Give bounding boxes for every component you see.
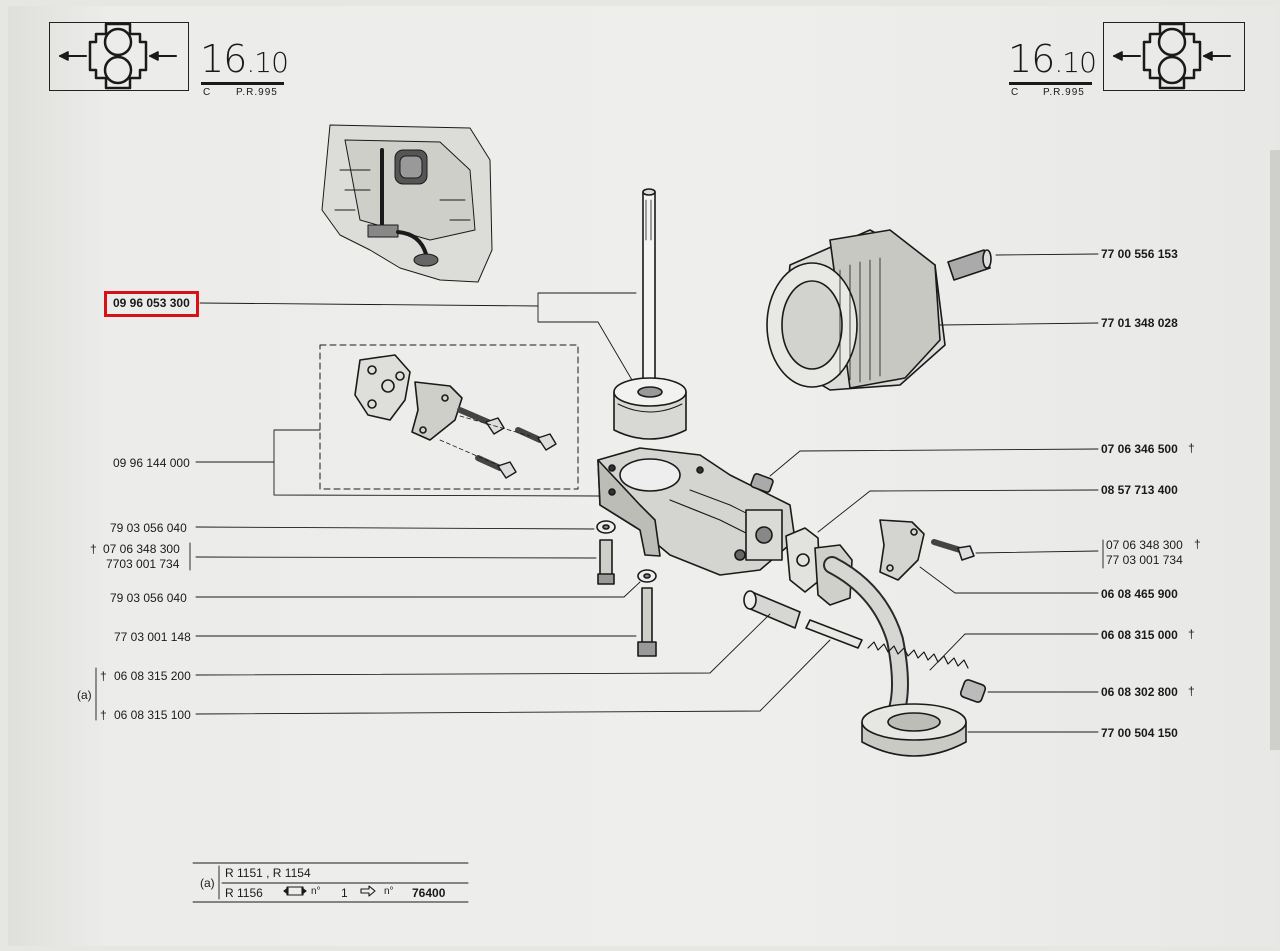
label-gasket[interactable]: 08 57 713 400 bbox=[1101, 483, 1178, 497]
label-screw-a[interactable]: 07 06 348 300 bbox=[103, 542, 180, 556]
gasket bbox=[785, 527, 821, 593]
section-variant-left: C bbox=[203, 87, 212, 98]
long-bolt bbox=[637, 587, 657, 657]
support-bracket bbox=[879, 519, 925, 581]
label-dagger-valve: † bbox=[1188, 684, 1195, 698]
label-dagger-plug: † bbox=[1188, 441, 1195, 455]
cover-kit-box bbox=[319, 344, 579, 490]
strainer-bowl bbox=[861, 703, 967, 757]
label-filter[interactable]: 77 01 348 028 bbox=[1101, 316, 1178, 330]
label-screw-b[interactable]: 7703 001 734 bbox=[106, 557, 180, 571]
threaded-nipple bbox=[947, 249, 992, 281]
footnote-tag: (a) bbox=[200, 876, 215, 890]
cover-screws bbox=[439, 407, 557, 479]
section-sub-right: .10 bbox=[1054, 46, 1097, 79]
footnote-n2: n° bbox=[384, 886, 394, 897]
footnote-n1: n° bbox=[311, 886, 321, 897]
label-cover-kit[interactable]: 09 96 144 000 bbox=[113, 456, 190, 470]
washer-bottom bbox=[637, 569, 657, 583]
leader-lines bbox=[95, 253, 1104, 903]
catalog-ref-left: P.R.995 bbox=[236, 87, 278, 98]
label-dagger-pin-b: † bbox=[100, 708, 107, 722]
label-valve[interactable]: 06 08 302 800 bbox=[1101, 685, 1178, 699]
relief-spring bbox=[867, 641, 969, 669]
oil-filter bbox=[766, 229, 946, 391]
drive-gear bbox=[613, 377, 687, 440]
label-bolt-b[interactable]: 77 03 001 734 bbox=[1106, 553, 1183, 567]
section-rule-right bbox=[1009, 82, 1092, 85]
section-rule-left bbox=[201, 82, 284, 85]
label-plug[interactable]: 07 06 346 500 bbox=[1101, 442, 1178, 456]
label-washer-top[interactable]: 79 03 056 040 bbox=[110, 521, 187, 535]
header-badge-right bbox=[1103, 22, 1245, 91]
section-number-left: 16.10 bbox=[200, 37, 289, 81]
engine-block-inset bbox=[321, 124, 493, 283]
footnote-from: 1 bbox=[341, 886, 348, 900]
stud-screw bbox=[597, 539, 615, 585]
plug bbox=[750, 473, 774, 493]
plunger bbox=[743, 590, 863, 649]
section-number-right: 16.10 bbox=[1008, 37, 1097, 81]
header-badge-left bbox=[49, 22, 189, 91]
footnote-model: R 1156 bbox=[225, 886, 263, 900]
label-strainer[interactable]: 77 00 504 150 bbox=[1101, 726, 1178, 740]
label-pin-b[interactable]: 06 08 315 100 bbox=[114, 708, 191, 722]
double-arrow-icon bbox=[283, 886, 307, 896]
label-spring[interactable]: 06 08 315 000 bbox=[1101, 628, 1178, 642]
label-plate[interactable]: 06 08 465 900 bbox=[1101, 587, 1178, 601]
oil-pump-gear-icon bbox=[59, 22, 177, 90]
washer-top bbox=[596, 520, 616, 534]
highlighted-part-box[interactable] bbox=[104, 291, 199, 317]
label-dagger-spring: † bbox=[1188, 627, 1195, 641]
relief-valve bbox=[959, 679, 987, 703]
right-arrow-icon bbox=[360, 885, 376, 897]
section-sub-left: .10 bbox=[246, 46, 289, 79]
label-strainer-shaft[interactable]: 09 96 053 300 bbox=[113, 296, 190, 310]
catalog-ref-right: P.R.995 bbox=[1043, 87, 1085, 98]
cover-bracket bbox=[411, 381, 463, 441]
bracket-bolt bbox=[931, 539, 975, 561]
cover-plate bbox=[354, 354, 411, 421]
label-dagger-bolt-a: † bbox=[1194, 537, 1201, 551]
label-bolt[interactable]: 77 03 001 148 bbox=[114, 630, 191, 644]
pump-shaft bbox=[642, 188, 656, 398]
label-variant-tag: (a) bbox=[77, 688, 92, 702]
label-pin-a[interactable]: 06 08 315 200 bbox=[114, 669, 191, 683]
label-bolt-a[interactable]: 07 06 348 300 bbox=[1106, 538, 1183, 552]
section-main-right: 16 bbox=[1008, 37, 1055, 81]
label-dagger-pin-a: † bbox=[100, 669, 107, 683]
footnote-line1: R 1151 , R 1154 bbox=[225, 866, 311, 880]
label-nipple[interactable]: 77 00 556 153 bbox=[1101, 247, 1178, 261]
footnote-to: 76400 bbox=[412, 886, 446, 900]
page-edge-shadow bbox=[1270, 150, 1280, 750]
label-washer-bottom[interactable]: 79 03 056 040 bbox=[110, 591, 187, 605]
oil-pump-gear-icon-right bbox=[1113, 22, 1231, 90]
section-variant-right: C bbox=[1011, 87, 1020, 98]
section-main-left: 16 bbox=[200, 37, 247, 81]
pump-body bbox=[597, 447, 796, 576]
pickup-tube bbox=[814, 544, 909, 724]
label-dagger-screw-a: † bbox=[90, 542, 97, 556]
